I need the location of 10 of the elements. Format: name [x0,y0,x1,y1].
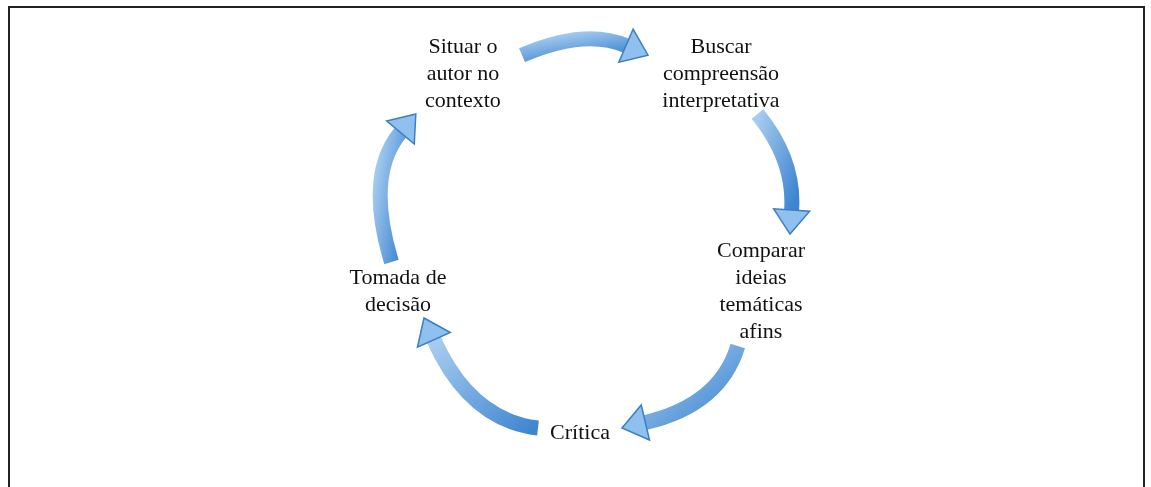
curved-arrow [519,28,650,64]
step-label: Comparar ideias temáticas afins [716,236,806,344]
curved-arrow [416,317,540,436]
step-label: Buscar compreensão interpretativa [661,31,781,113]
step-label: Crítica [550,417,610,445]
step-label: Situar o autor no contexto [424,31,502,113]
curved-arrow [621,343,745,441]
step-label: Tomada de decisão [348,263,448,317]
curved-arrow [372,112,416,265]
curved-arrow [751,109,811,235]
